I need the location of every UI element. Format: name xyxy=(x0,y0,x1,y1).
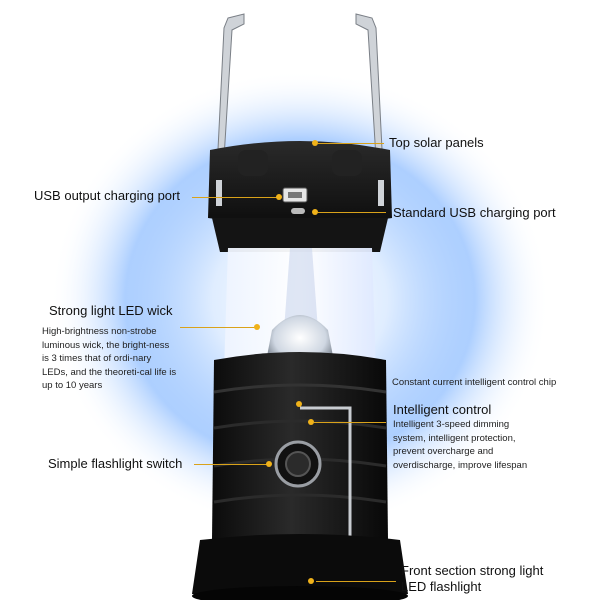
lantern-base xyxy=(192,534,408,600)
label-standard-usb: Standard USB charging port xyxy=(393,205,556,220)
leader-strong-light xyxy=(180,327,256,328)
dot-usb-output xyxy=(276,194,282,200)
micro-usb-port xyxy=(291,208,305,214)
dot-standard-usb xyxy=(312,209,318,215)
label-strong-light-title: Strong light LED wick xyxy=(49,303,173,318)
leader-intelligent-control xyxy=(314,422,386,423)
dot-strong-light xyxy=(254,324,260,330)
dot-front-flashlight xyxy=(308,578,314,584)
dot-flashlight-switch xyxy=(266,461,272,467)
leader-usb-output xyxy=(192,197,278,198)
leader-standard-usb xyxy=(318,212,386,213)
dot-top-solar xyxy=(312,140,318,146)
leader-flashlight-switch xyxy=(194,464,268,465)
label-top-solar-panels: Top solar panels xyxy=(389,135,484,150)
label-front-flashlight: Front section strong light LED flashligh… xyxy=(401,563,544,594)
label-strong-light-desc: High-brightness non-strobe luminous wick… xyxy=(42,326,177,391)
label-intelligent-control-desc: Intelligent 3-speed dimming system, inte… xyxy=(393,419,528,471)
handle-left xyxy=(215,13,245,191)
leader-top-solar xyxy=(318,143,384,144)
dot-control-chip xyxy=(296,401,302,407)
label-intelligent-control-title: Intelligent control xyxy=(393,402,492,417)
dot-intelligent-control xyxy=(308,419,314,425)
leader-front-flashlight xyxy=(316,581,396,582)
label-flashlight-switch: Simple flashlight switch xyxy=(48,456,183,471)
label-constant-current: Constant current intelligent control chi… xyxy=(392,377,557,388)
label-usb-output: USB output charging port xyxy=(34,188,180,203)
